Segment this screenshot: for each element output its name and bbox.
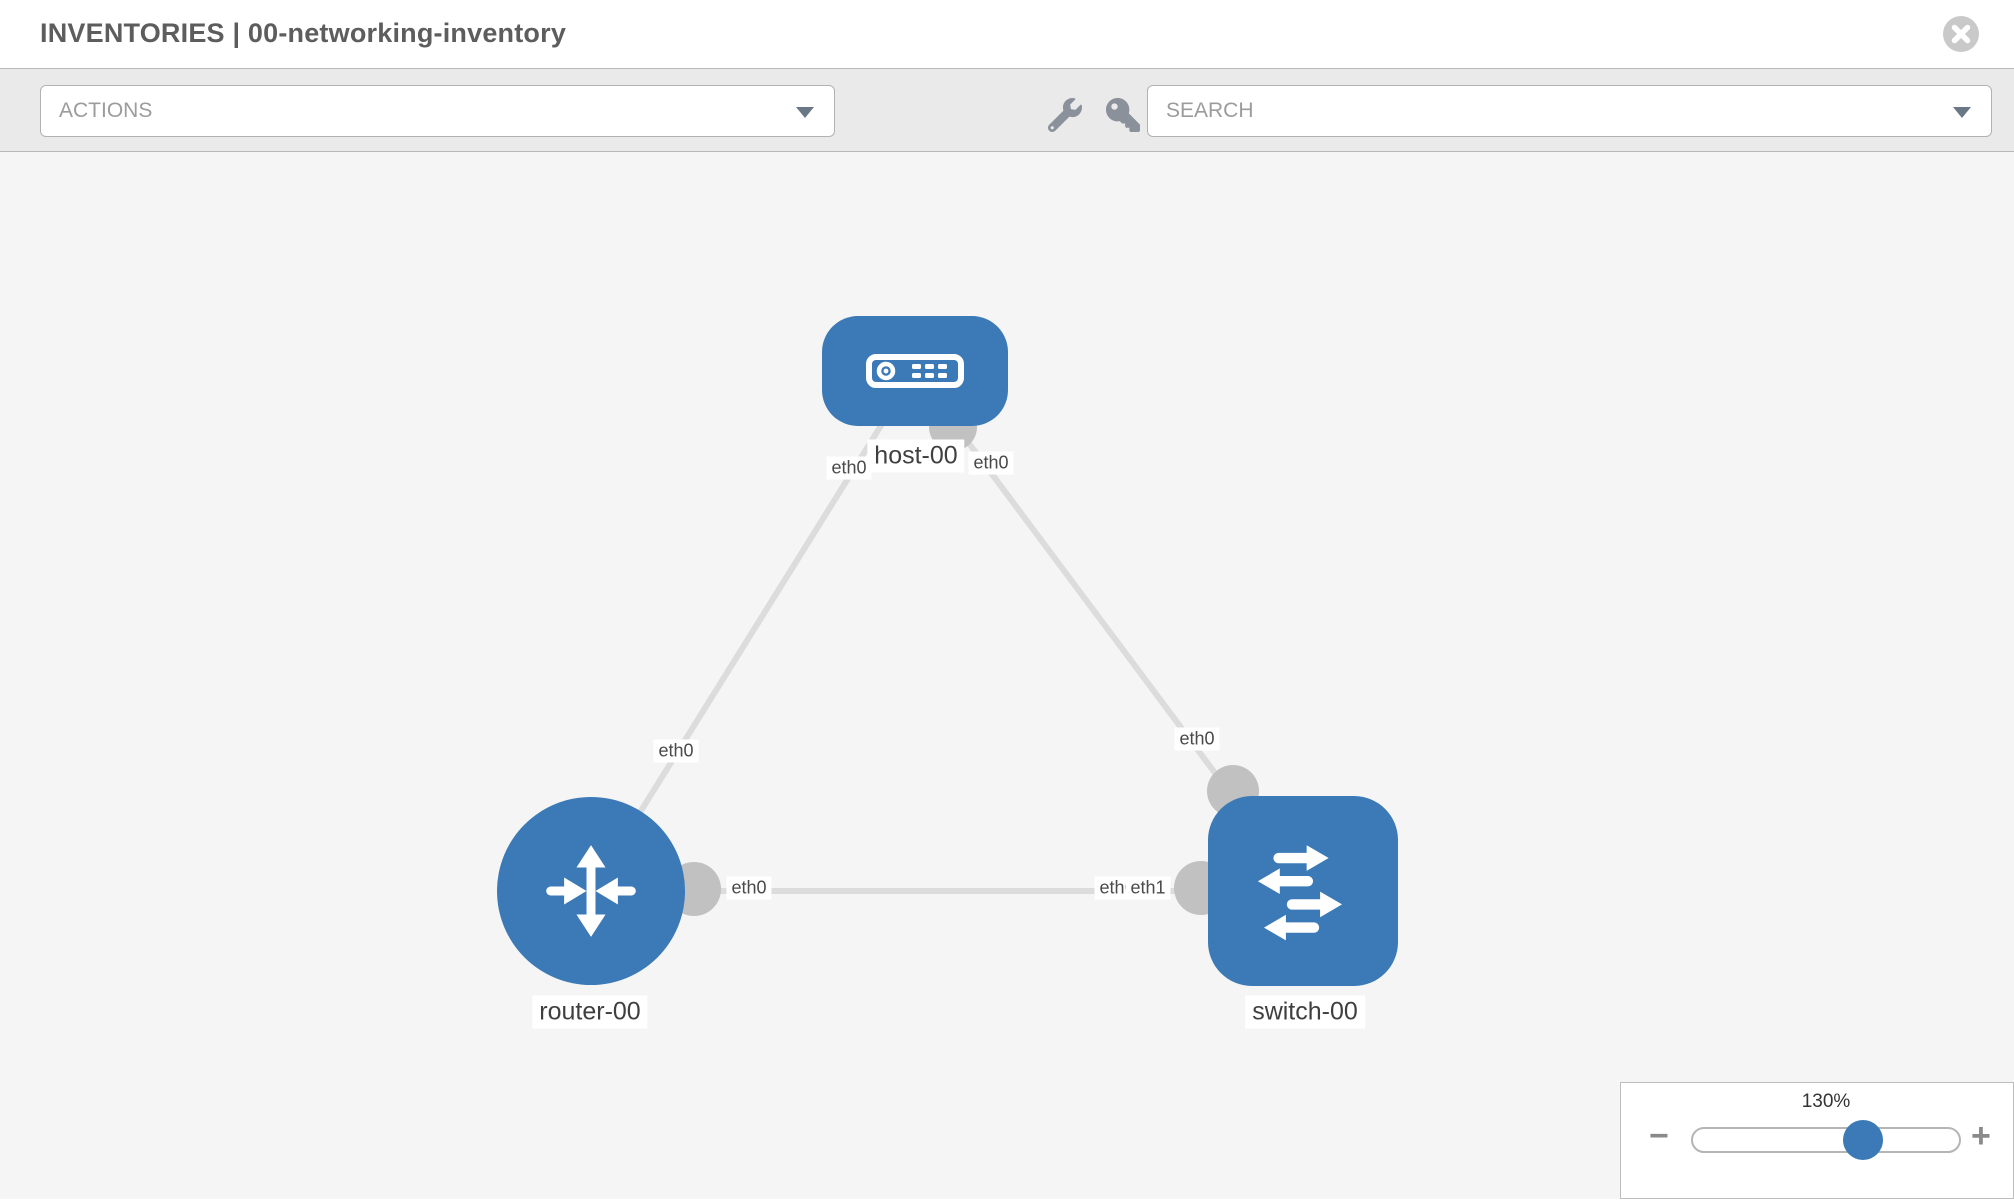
switch-icon xyxy=(1257,845,1343,941)
search-dropdown[interactable]: SEARCH xyxy=(1147,85,1992,137)
zoom-level-value: 130% xyxy=(1801,1091,1851,1112)
interface-label: eth0 xyxy=(826,456,872,480)
zoom-out-button[interactable]: − xyxy=(1649,1117,1669,1155)
configure-button[interactable] xyxy=(1047,98,1082,133)
node-host-00[interactable] xyxy=(822,316,1008,426)
actions-dropdown[interactable]: ACTIONS xyxy=(40,85,835,137)
router-icon xyxy=(546,845,636,937)
interface-label: eth1 xyxy=(1125,876,1171,900)
zoom-slider-track[interactable] xyxy=(1691,1120,1961,1160)
node-switch-00[interactable] xyxy=(1208,796,1398,986)
chevron-down-icon xyxy=(1953,107,1971,118)
credentials-button[interactable] xyxy=(1106,98,1140,132)
page-title: INVENTORIES | 00-networking-inventory xyxy=(40,18,567,48)
node-label-host-00: host-00 xyxy=(867,439,965,473)
zoom-slider-handle[interactable] xyxy=(1843,1120,1884,1160)
interface-label: eth0 xyxy=(726,876,772,900)
search-dropdown-label: SEARCH xyxy=(1166,99,1254,122)
interface-label: eth0 xyxy=(653,739,699,763)
close-icon xyxy=(1943,16,1979,52)
wrench-icon xyxy=(1047,98,1082,133)
links-layer xyxy=(588,369,1306,894)
chevron-down-icon xyxy=(796,107,814,118)
zoom-in-button[interactable]: + xyxy=(1971,1117,1991,1155)
actions-dropdown-label: ACTIONS xyxy=(59,99,153,122)
close-button[interactable] xyxy=(1943,16,1979,52)
node-router-00[interactable] xyxy=(497,797,685,985)
interface-label: eth0 xyxy=(1174,727,1220,751)
node-label-switch-00: switch-00 xyxy=(1245,995,1365,1029)
interface-label: eth0 xyxy=(968,451,1014,475)
zoom-panel: 130% − + xyxy=(1620,1082,2014,1199)
toolbar: ACTIONS SEARCH xyxy=(0,69,2014,152)
node-label-router-00: router-00 xyxy=(532,995,648,1029)
key-icon xyxy=(1106,98,1140,132)
topology-canvas[interactable]: host-00 router-00 switch-00 130% − + eth… xyxy=(0,152,2014,1199)
titlebar: INVENTORIES | 00-networking-inventory xyxy=(0,0,2014,69)
host-icon xyxy=(866,354,964,388)
